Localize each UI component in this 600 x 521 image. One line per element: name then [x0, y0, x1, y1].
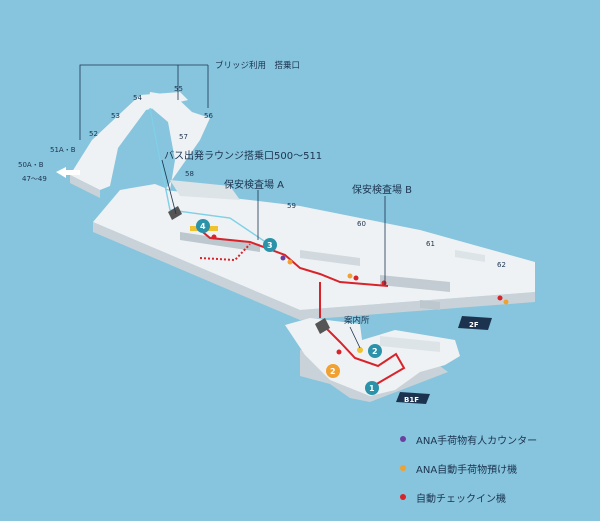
red-dot-icon [400, 494, 406, 500]
svg-text:3: 3 [267, 241, 273, 250]
label-gates-47-49: 47〜49 [22, 175, 47, 183]
area-labels: ブリッジ利用 搭乗口 バス出発ラウンジ搭乗口500〜511 保安検査場 A 保安… [18, 60, 412, 326]
map-legend: ANA手荷物有人カウンター ANA自動手荷物預け機 自動チェックイン機 [400, 432, 590, 519]
gate-52: 52 [89, 130, 98, 138]
arrow-left-icon [56, 167, 80, 178]
gate-58: 58 [185, 170, 194, 178]
marker-1[interactable] [365, 381, 379, 395]
floor-tag-b1f: B1F [404, 396, 419, 404]
gate-60: 60 [357, 220, 366, 228]
gate-51ab: 51A・B [50, 146, 76, 154]
svg-text:4: 4 [200, 222, 206, 231]
purple-dot-icon [400, 436, 406, 442]
leader-lines [79, 64, 386, 349]
facility-dots [168, 206, 509, 355]
gate-61: 61 [426, 240, 435, 248]
gate-54: 54 [133, 94, 142, 102]
legend-item-auto-baggage: ANA自動手荷物預け機 [400, 461, 590, 476]
label-info-desk: 案内所 [344, 315, 370, 326]
gate-labels: 51A・B 52 53 54 55 56 57 58 59 60 61 62 [50, 85, 506, 269]
routes [149, 107, 406, 389]
svg-text:2: 2 [372, 347, 378, 356]
gate-53: 53 [111, 112, 120, 120]
legend-item-auto-checkin: 自動チェックイン機 [400, 490, 590, 505]
label-security-a: 保安検査場 A [224, 178, 284, 191]
gate-62: 62 [497, 261, 506, 269]
orange-dot-icon [400, 465, 406, 471]
gate-55: 55 [174, 85, 183, 93]
route-markers: 4 3 2 1 2 [196, 219, 382, 395]
floor-tag-2f: 2F [469, 321, 479, 329]
marker-2[interactable] [368, 344, 382, 358]
gate-56: 56 [204, 112, 213, 120]
marker-4[interactable] [196, 219, 210, 233]
legend-item-manned-counter: ANA手荷物有人カウンター [400, 432, 590, 447]
label-gates-50ab: 50A・B [18, 161, 44, 169]
svg-text:2: 2 [330, 367, 336, 376]
label-security-b: 保安検査場 B [352, 183, 412, 196]
label-bridge-gates: ブリッジ利用 搭乗口 [215, 60, 300, 71]
gate-57: 57 [179, 133, 188, 141]
label-bus-lounge: バス出発ラウンジ搭乗口500〜511 [164, 149, 322, 162]
gate-59: 59 [287, 202, 296, 210]
marker-2-orange[interactable] [326, 364, 340, 378]
floor-2f-shape: 2F [70, 92, 535, 330]
svg-text:1: 1 [369, 384, 375, 393]
marker-3[interactable] [263, 238, 277, 252]
